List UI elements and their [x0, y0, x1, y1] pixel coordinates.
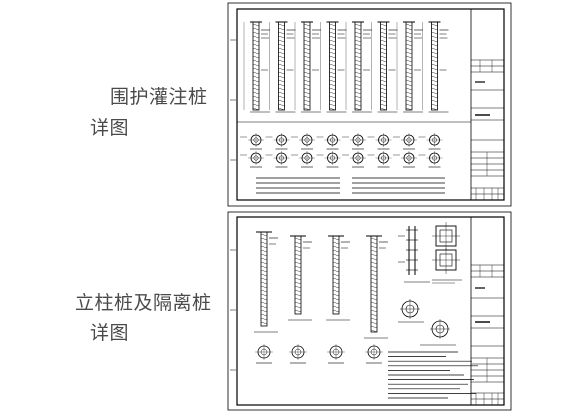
- sheet2-pile-sections: [255, 344, 383, 364]
- sheet1-outer-border: [227, 2, 512, 207]
- sheet1-pile-section: [418, 133, 443, 150]
- sheet1-pile-section: [316, 133, 341, 150]
- sheet1-pile-elevation: [294, 21, 321, 113]
- sheet1-pile-section: [291, 133, 315, 150]
- sheet2-pile-elevation: [288, 235, 312, 321]
- sheet2-pile-elevation: [254, 231, 278, 333]
- sheet1-pile-section: [418, 151, 443, 168]
- sheet2-pile-section: [365, 344, 383, 364]
- sheet1-pile-section: [393, 133, 417, 150]
- sheet2-round-pile-details: [398, 299, 456, 346]
- sheet1-pile-elevation: [371, 21, 398, 113]
- sheet1-pile-section: [316, 151, 341, 168]
- sheet1-pile-section: [342, 133, 366, 150]
- sheet2-notes: [388, 351, 478, 399]
- sheet2-column-plan-detail: [432, 222, 462, 284]
- sheet2-inner-border: [236, 216, 505, 406]
- sheet1-pile-elevation: [269, 21, 296, 113]
- sheet1-pile-elevation: [422, 21, 449, 113]
- sheet1-inner-border: [236, 8, 505, 201]
- sheet2: [227, 211, 512, 411]
- sheet1-pile-section: [367, 133, 392, 150]
- sheet2-pile-section: [289, 344, 307, 364]
- sheet2-pile-elevations: [254, 231, 388, 339]
- sheet1-pile-elevation: [396, 21, 423, 113]
- sheet1-pile-elevations: [243, 21, 449, 113]
- sheet2-pile-section: [255, 344, 273, 364]
- sheet1-title-block: [470, 9, 504, 200]
- sheet1-caption-line2: 详图: [90, 117, 130, 139]
- sheet1-pile-section: [367, 151, 392, 168]
- sheet2-left-margin-marks: [230, 249, 236, 371]
- sheet1-caption-line1: 围护灌注桩: [110, 86, 208, 108]
- sheet1-pile-section: [291, 151, 315, 168]
- sheet1: [227, 2, 512, 207]
- sheet2-pile-elevation: [364, 235, 388, 339]
- sheet2-pile-elevation: [326, 235, 350, 321]
- sheet2-outer-border: [227, 211, 512, 411]
- sheet1-pile-elevation: [243, 21, 270, 113]
- sheet1-pile-elevation: [320, 21, 347, 113]
- sheet1-pile-section: [342, 151, 366, 168]
- sheet1-pile-section: [265, 151, 290, 168]
- sheet1-pile-elevation: [345, 21, 372, 113]
- sheet1-pile-sections: [240, 133, 443, 168]
- sheet2-caption-line2: 详图: [90, 322, 130, 344]
- sheet1-pile-section: [240, 133, 264, 150]
- sheet1-pile-section: [265, 133, 290, 150]
- sheet1-left-margin-marks: [230, 39, 236, 161]
- sheet2-title-block: [470, 217, 504, 405]
- sheet1-pile-section: [240, 151, 264, 168]
- sheet2-pile-section: [327, 344, 345, 364]
- sheet2-caption-line1: 立柱桩及隔离桩: [75, 292, 212, 314]
- sheet1-notes: [256, 177, 445, 194]
- sheet1-pile-section: [393, 151, 417, 168]
- sheet2-steel-column-detail: [398, 226, 430, 283]
